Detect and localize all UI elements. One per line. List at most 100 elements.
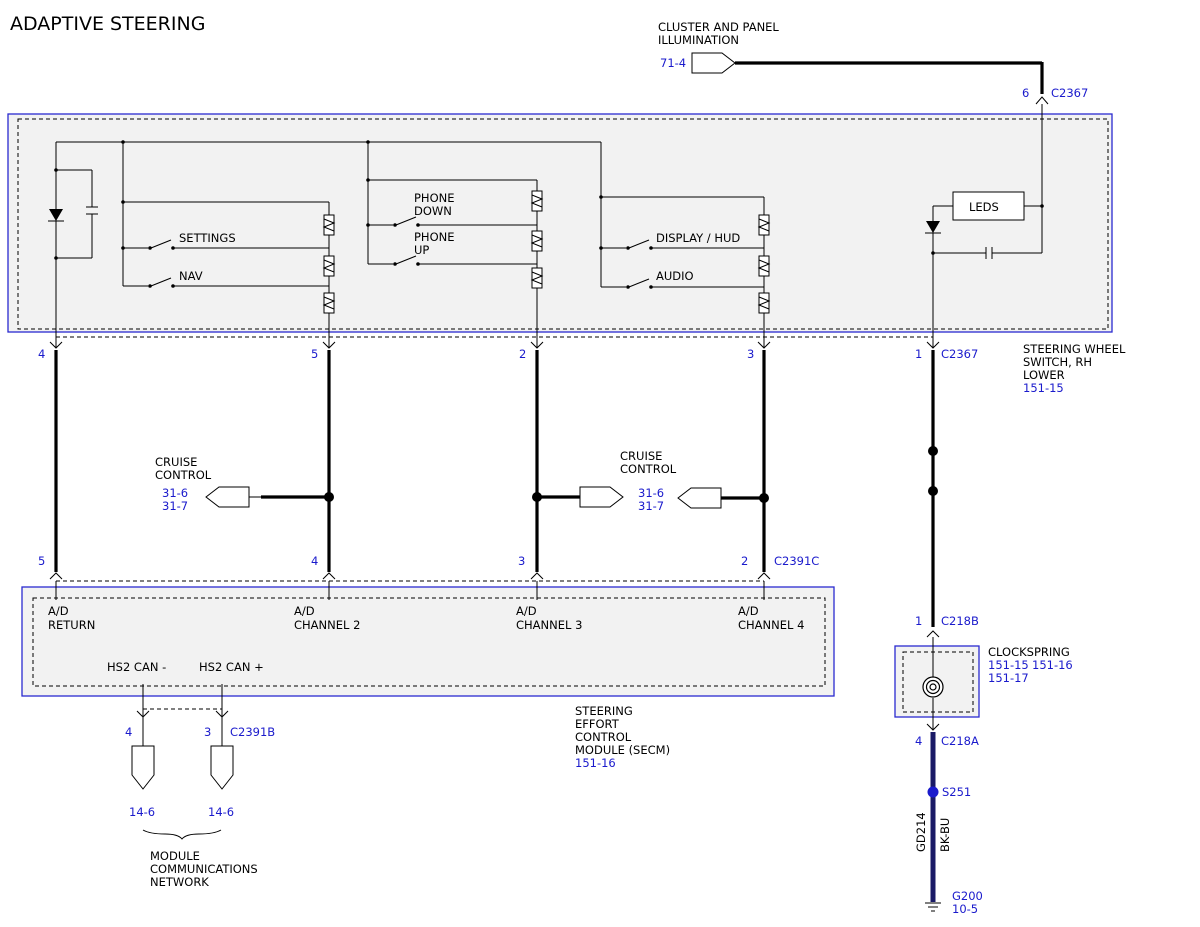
switch-pin-4: 4 [38,347,45,361]
ad-ch4-label-1: A/D [738,604,759,618]
secm-name-3: CONTROL [575,730,632,744]
can-pin-4: 4 [125,725,132,739]
diagram-title: ADAPTIVE STEERING [10,13,205,35]
clockspring-top-chevron-icon [926,630,940,638]
ground-circuit-label: GD214 [914,812,928,852]
secm-pin-3: 3 [518,554,525,568]
cruise-right-ref-1[interactable]: 31-6 [638,486,664,500]
network-brace-icon [142,829,222,840]
can-plus-label: HS2 CAN + [199,660,264,674]
clockspring-inner-dashed [902,651,974,713]
switch-pin-5: 5 [311,347,318,361]
secm-name-1: STEERING [575,704,633,718]
secm-ref[interactable]: 151-16 [575,756,616,770]
phone-up-label-1: PHONE [414,230,455,244]
phone-down-label-1: PHONE [414,191,455,205]
secm-name-2: EFFORT [575,717,620,731]
clockspring-pin-4: 4 [915,734,922,748]
cruise-right-ref-2[interactable]: 31-7 [638,499,664,513]
switch-module-outline [7,113,1113,333]
switch-name-2: SWITCH, RH [1023,355,1092,369]
switch-connector-top[interactable]: C2367 [1051,86,1088,100]
resistor-ladder [322,190,771,314]
illumination-ref[interactable]: 71-4 [660,56,686,70]
cruise-right-outgoing-connector-icon [579,486,624,508]
switch-connector-bottom[interactable]: C2367 [941,347,978,361]
cruise-right-label-2: CONTROL [620,462,677,476]
secm-name-4: MODULE (SECM) [575,743,670,757]
secm-pin-4: 4 [311,554,318,568]
ad-return-label-1: A/D [48,604,69,618]
illumination-connector-icon [691,52,736,74]
cruise-control-left: CRUISE CONTROL 31-6 31-7 [155,455,261,513]
cruise-left-label-2: CONTROL [155,468,212,482]
network-ref-left[interactable]: 14-6 [129,805,155,819]
splice-s251-dot [927,786,939,798]
clockspring-name: CLOCKSPRING [988,645,1070,659]
network-label-3: NETWORK [150,875,209,889]
can-plus-connector-icon [210,745,234,790]
clockspring-outline [894,645,980,718]
secm-top-chevrons [49,572,771,580]
can-minus-label: HS2 CAN - [107,660,166,674]
clockspring-bottom-chevron-icon [926,723,940,731]
network-label-1: MODULE [150,849,200,863]
settings-label: SETTINGS [179,231,236,245]
can-pin-3: 3 [204,725,211,739]
clockspring-ref-1[interactable]: 151-15 [988,658,1029,672]
secm-inner-dashed [32,597,826,687]
clockspring-pin-1: 1 [915,614,922,628]
switch-pin-3: 3 [747,347,754,361]
cruise-left-ref-2[interactable]: 31-7 [162,499,188,513]
can-chevrons [136,710,229,746]
secm-outline [21,586,835,697]
phone-up-label-2: UP [414,243,429,257]
clockspring-connector-bottom[interactable]: C218A [941,734,979,748]
ad-ch3-label-2: CHANNEL 3 [516,618,582,632]
network-label-2: COMMUNICATIONS [150,862,258,876]
splice-label[interactable]: S251 [942,785,971,799]
nav-label: NAV [179,269,203,283]
ground-id[interactable]: G200 [952,889,983,903]
clockspring-ref-2[interactable]: 151-16 [1032,658,1073,672]
can-minus-connector-icon [131,745,155,790]
cruise-left-connector-icon [205,486,250,508]
ad-ch2-label-1: A/D [294,604,315,618]
illumination-feed: CLUSTER AND PANEL ILLUMINATION 71-4 [658,20,1044,94]
secm-connector-top[interactable]: C2391C [774,554,819,568]
switch-pin-6: 6 [1022,86,1029,100]
switch-bottom-chevrons [49,341,940,349]
switch-name-1: STEERING WHEEL [1023,342,1126,356]
steering-wheel-switch-module: LEDS SETTINGS NAV PHONE DOWN PHONE UP DI… [7,104,1113,348]
can-connector[interactable]: C2391B [230,725,275,739]
splice-dots [324,446,938,503]
cruise-control-right: CRUISE CONTROL 31-6 31-7 [579,449,722,513]
illumination-label-1: CLUSTER AND PANEL [658,20,779,34]
cruise-left-label-1: CRUISE [155,455,197,469]
secm-pin-5: 5 [38,554,45,568]
ad-return-label-2: RETURN [48,618,95,632]
clockspring-coil-core [929,683,937,691]
led-diode-icon [926,221,940,233]
secm-pin-2: 2 [741,554,748,568]
ad-ch2-label-2: CHANNEL 2 [294,618,360,632]
cruise-right-incoming-connector-icon [677,487,722,509]
switch-name-3: LOWER [1023,368,1065,382]
clockspring-ref-3[interactable]: 151-17 [988,671,1029,685]
ad-ch4-label-2: CHANNEL 4 [738,618,804,632]
network-ref-right[interactable]: 14-6 [208,805,234,819]
cruise-left-ref-1[interactable]: 31-6 [162,486,188,500]
clockspring-connector-top[interactable]: C218B [941,614,979,628]
secm-module: A/D RETURN A/D CHANNEL 2 A/D CHANNEL 3 A… [21,581,835,716]
ground-symbol-icon [925,902,941,912]
ad-ch3-label-1: A/D [516,604,537,618]
clockspring [894,637,980,730]
illumination-label-2: ILLUMINATION [658,33,739,47]
ground-ref[interactable]: 10-5 [952,902,978,916]
clockspring-coil-inner [925,679,941,695]
switch-module-inner-dashed [17,118,1109,330]
switch-ref[interactable]: 151-15 [1023,381,1064,395]
diode-icon [49,209,63,221]
phone-down-label-2: DOWN [414,204,452,218]
